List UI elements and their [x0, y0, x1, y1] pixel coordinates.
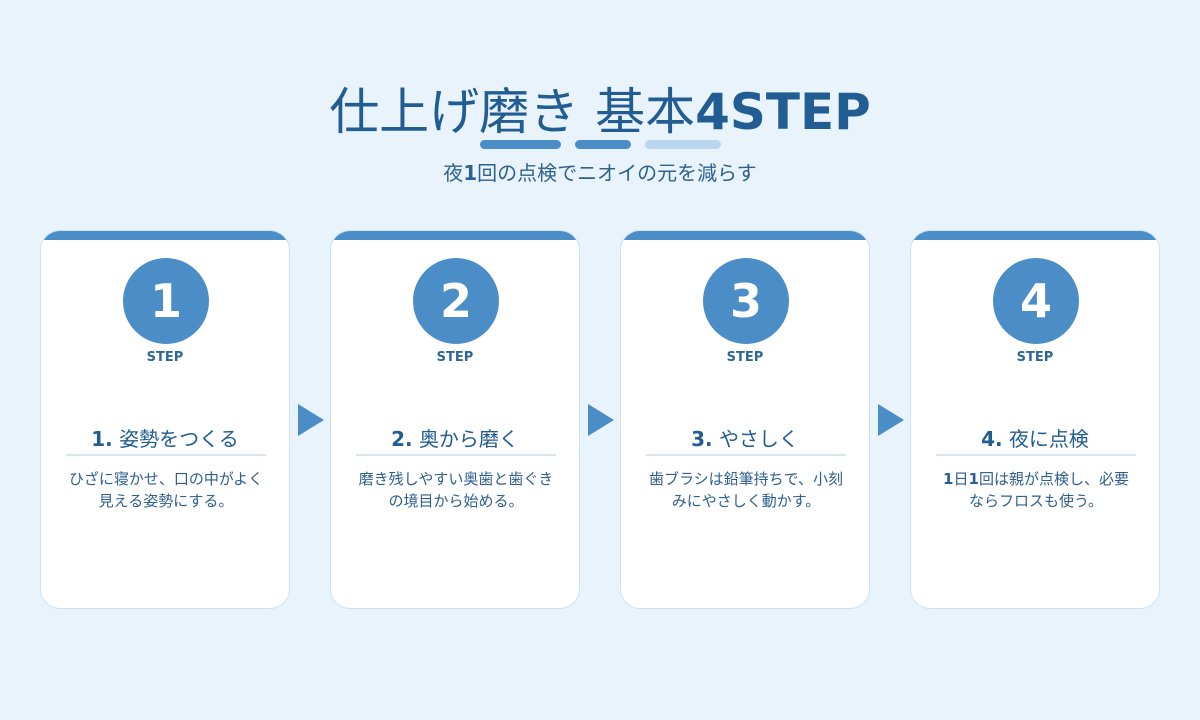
card-top-bar — [621, 231, 869, 240]
step-title-number: 3. — [691, 427, 713, 451]
subtitle-before: 夜 — [443, 161, 464, 185]
underline-segment — [575, 140, 631, 149]
description-line: 歯ブラシは鉛筆持ちで、小刻 — [648, 470, 844, 488]
step-arrow-icon — [298, 404, 324, 436]
card-top-bar — [331, 231, 579, 240]
step-title-text: 夜に点検 — [1008, 427, 1089, 451]
description-strong: 1 — [968, 470, 979, 488]
card-top-bar — [911, 231, 1159, 240]
description-text: 回は親が点検し、必要 — [978, 470, 1129, 488]
description-line: ならフロスも使う。 — [968, 492, 1104, 510]
step-description: 1日1回は親が点検し、必要 ならフロスも使う。 — [929, 468, 1143, 512]
step-card-4: 4 STEP 4. 夜に点検 1日1回は親が点検し、必要 ならフロスも使う。 — [910, 230, 1160, 609]
page-title-main: 仕上げ磨き 基本 — [329, 83, 696, 141]
step-title-number: 4. — [981, 427, 1003, 451]
step-card-2: 2 STEP 2. 奥から磨く 磨き残しやすい奥歯と歯ぐき の境目から始める。 — [330, 230, 580, 609]
title-divider — [646, 454, 846, 456]
title-divider — [356, 454, 556, 456]
step-title-text: 姿勢をつくる — [119, 427, 239, 451]
description-text: 日 — [953, 470, 969, 488]
description-line: みにやさしく動かす。 — [671, 492, 821, 510]
step-description: 磨き残しやすい奥歯と歯ぐき の境目から始める。 — [349, 468, 563, 512]
step-number-badge: 4 — [993, 258, 1079, 344]
underline-segment — [480, 140, 561, 149]
description-line: ひざに寝かせ、口の中がよく — [68, 470, 264, 488]
step-title: 4. 夜に点検 — [911, 425, 1159, 453]
step-label: STEP — [1016, 350, 1054, 365]
step-title: 1. 姿勢をつくる — [41, 425, 289, 453]
step-arrow-icon — [588, 404, 614, 436]
step-title: 3. やさしく — [621, 425, 869, 453]
title-divider — [66, 454, 266, 456]
step-label: STEP — [436, 350, 474, 365]
description-line: 1日1回は親が点検し、必要 — [929, 468, 1143, 490]
step-title-number: 2. — [391, 427, 413, 451]
description-strong: 1 — [943, 470, 954, 488]
step-title: 2. 奥から磨く — [331, 425, 579, 453]
step-card-3: 3 STEP 3. やさしく 歯ブラシは鉛筆持ちで、小刻 みにやさしく動かす。 — [620, 230, 870, 609]
description-line: 磨き残しやすい奥歯と歯ぐき — [358, 470, 554, 488]
step-card-1: 1 STEP 1. 姿勢をつくる ひざに寝かせ、口の中がよく 見える姿勢にする。 — [40, 230, 290, 609]
step-number-badge: 2 — [413, 258, 499, 344]
page-header: 仕上げ磨き 基本4STEP 夜1回の点検でニオイの元を減らす — [0, 80, 1200, 187]
card-top-bar — [41, 231, 289, 240]
page-title-highlight: 4STEP — [695, 83, 871, 141]
subtitle-number: 1 — [463, 161, 478, 185]
title-divider — [936, 454, 1136, 456]
step-description: 歯ブラシは鉛筆持ちで、小刻 みにやさしく動かす。 — [639, 468, 853, 512]
page-title: 仕上げ磨き 基本4STEP — [0, 80, 1200, 144]
step-number-badge: 1 — [123, 258, 209, 344]
page-subtitle: 夜1回の点検でニオイの元を減らす — [0, 159, 1200, 187]
step-label: STEP — [726, 350, 764, 365]
description-line: 見える姿勢にする。 — [98, 492, 234, 510]
description-line: の境目から始める。 — [388, 492, 524, 510]
title-underline — [0, 140, 1200, 150]
step-title-number: 1. — [91, 427, 113, 451]
step-title-text: やさしく — [718, 427, 799, 451]
step-arrow-icon — [878, 404, 904, 436]
step-number-badge: 3 — [703, 258, 789, 344]
step-title-text: 奥から磨く — [418, 427, 519, 451]
subtitle-after: 回の点検でニオイの元を減らす — [477, 161, 757, 185]
step-label: STEP — [146, 350, 184, 365]
step-description: ひざに寝かせ、口の中がよく 見える姿勢にする。 — [59, 468, 273, 512]
underline-segment — [645, 140, 721, 149]
